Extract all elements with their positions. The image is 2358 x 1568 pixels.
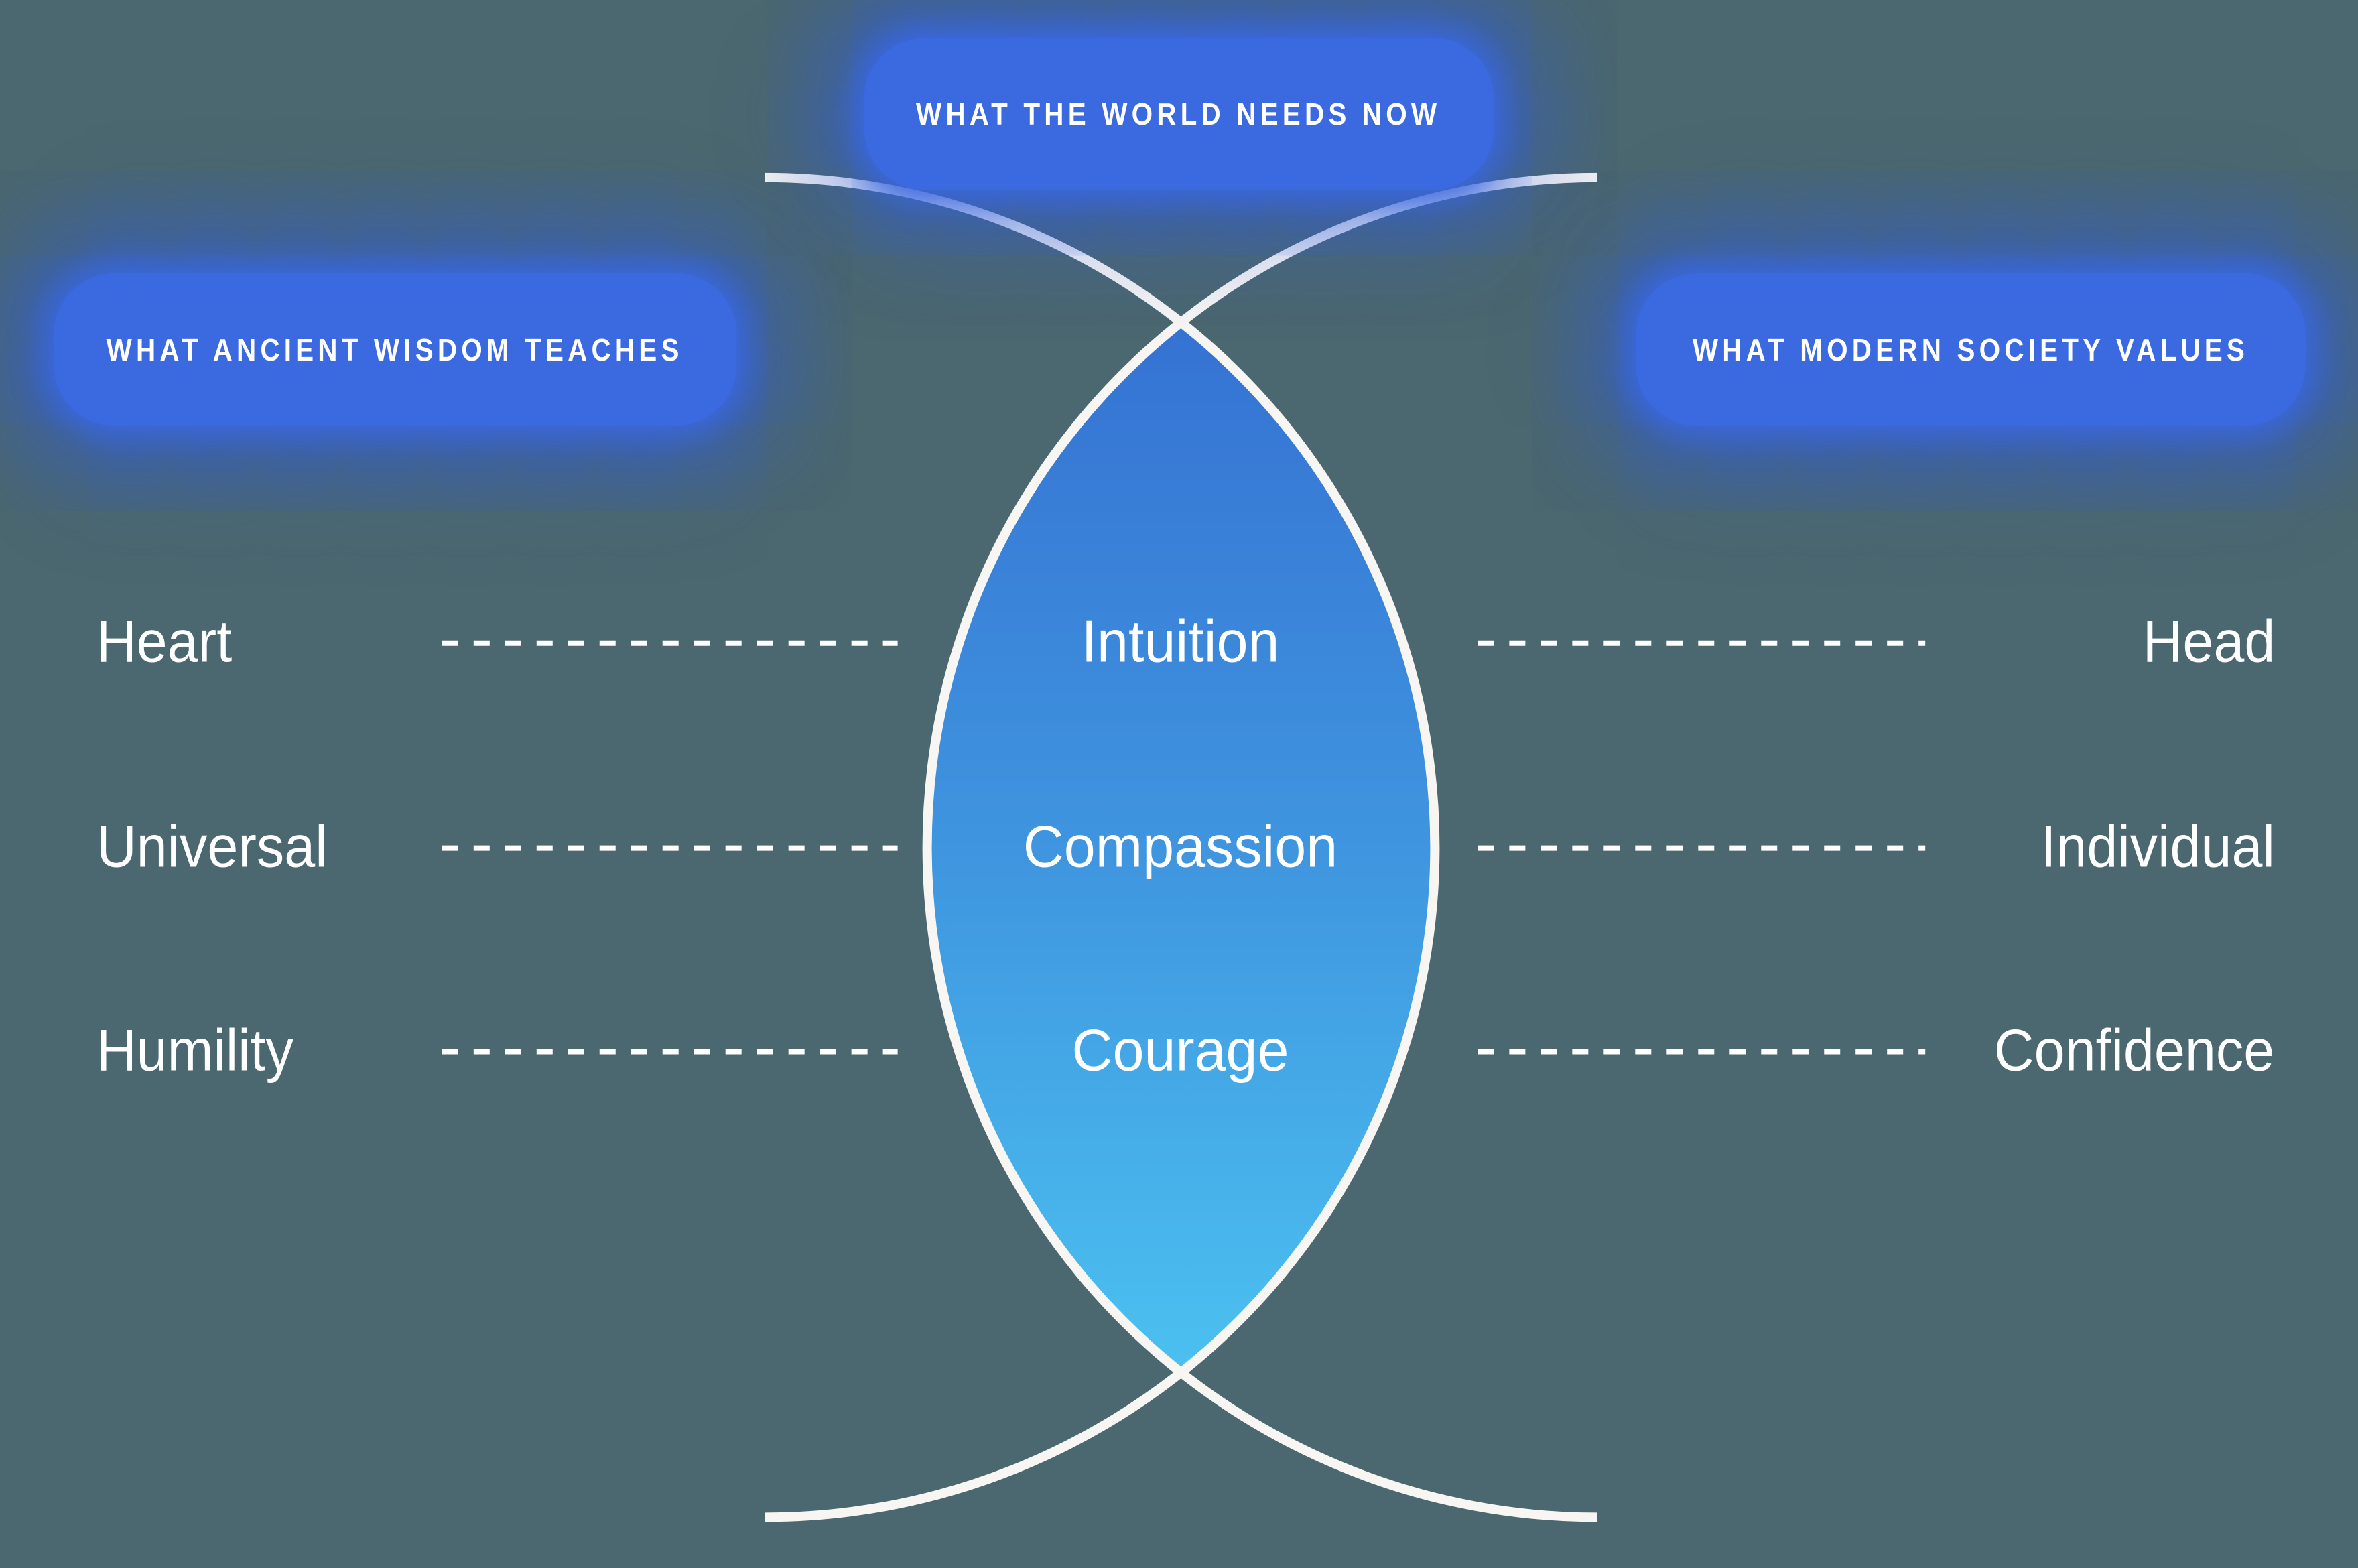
badge-right-label: WHAT MODERN SOCIETY VALUES bbox=[1693, 331, 2249, 367]
badge-what-the-world-needs-now: WHAT THE WORLD NEEDS NOW bbox=[864, 37, 1494, 190]
left-circle-arc bbox=[765, 172, 1440, 1522]
badge-left-label: WHAT ANCIENT WISDOM TEACHES bbox=[107, 331, 684, 367]
badge-what-ancient-wisdom-teaches: WHAT ANCIENT WISDOM TEACHES bbox=[53, 273, 737, 426]
badge-top-label: WHAT THE WORLD NEEDS NOW bbox=[916, 95, 1442, 131]
left-label-heart: Heart bbox=[96, 609, 233, 675]
right-label-confidence: Confidence bbox=[1994, 1018, 2276, 1084]
lens-shape bbox=[927, 322, 1435, 1373]
badge-what-modern-society-values: WHAT MODERN SOCIETY VALUES bbox=[1636, 273, 2306, 426]
right-circle-arc bbox=[922, 172, 1597, 1522]
left-label-universal: Universal bbox=[96, 814, 328, 880]
right-label-individual: Individual bbox=[2040, 814, 2276, 880]
lens-label-courage: Courage bbox=[1071, 1018, 1289, 1084]
left-label-humility: Humility bbox=[96, 1018, 294, 1084]
lens-label-compassion: Compassion bbox=[1023, 814, 1338, 880]
lens-label-intuition: Intuition bbox=[1081, 609, 1280, 675]
right-label-head: Head bbox=[2142, 609, 2276, 675]
